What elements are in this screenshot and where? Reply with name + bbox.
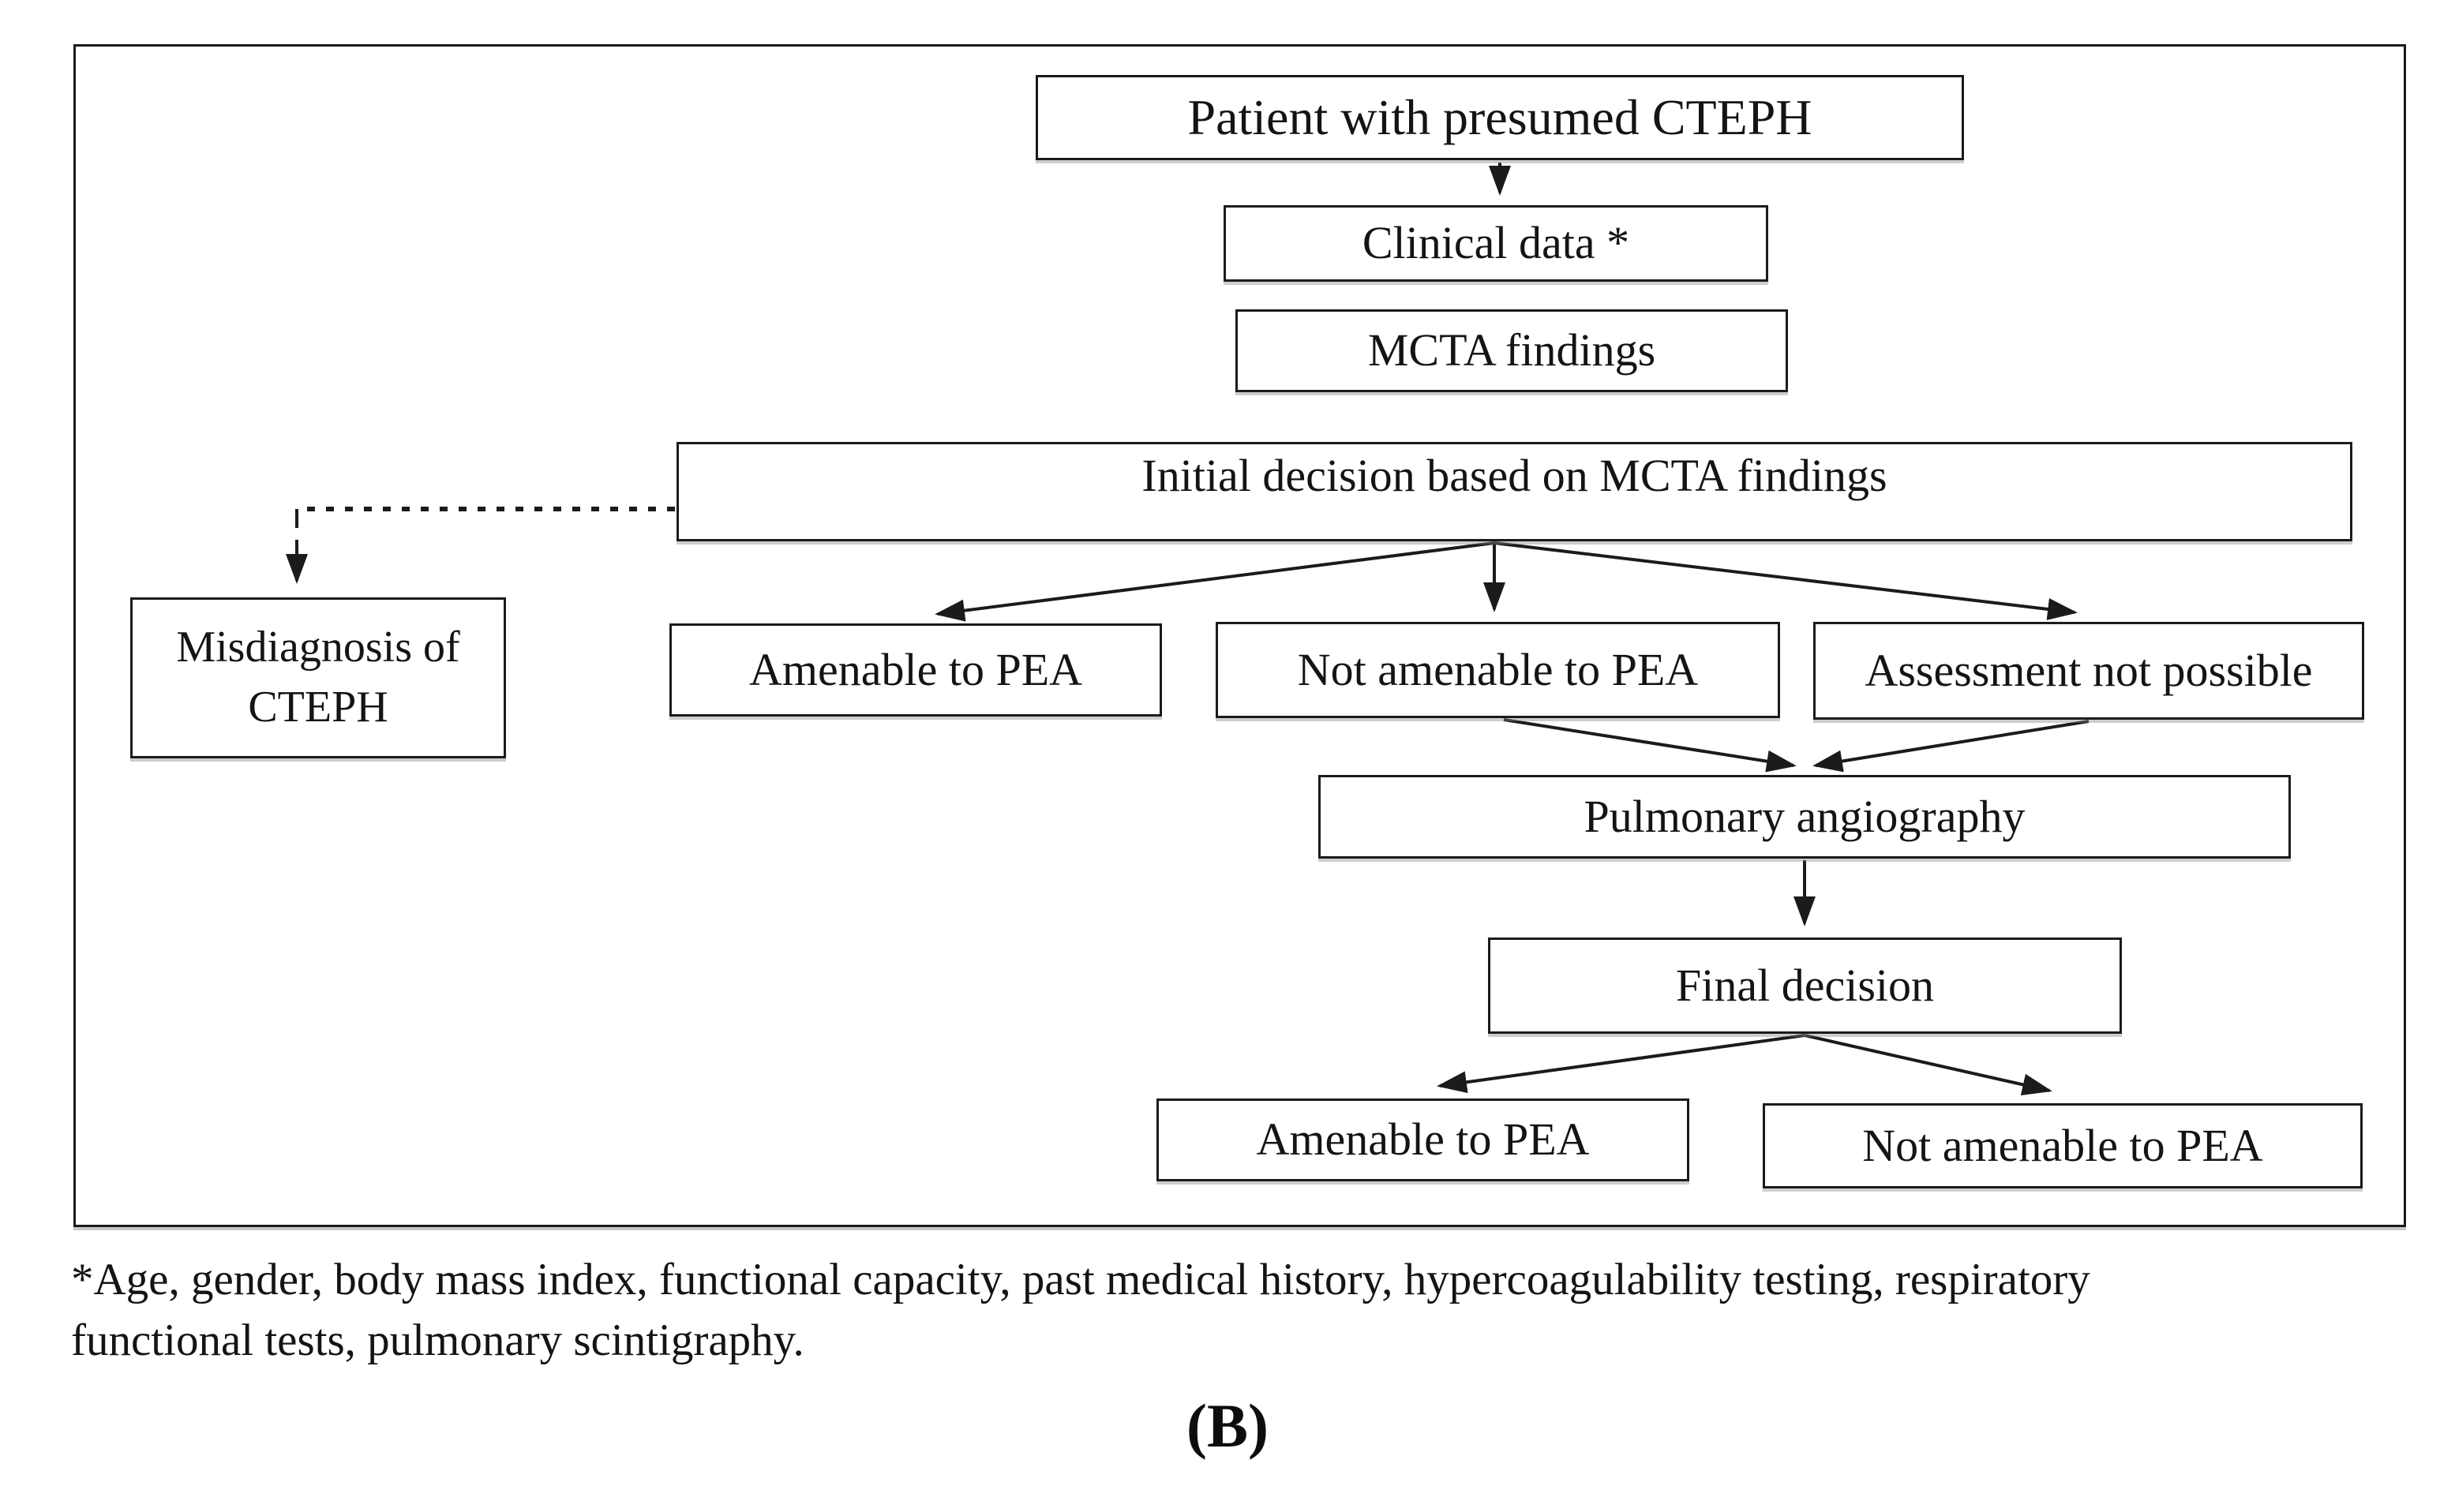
node-initial-decision: Initial decision based on MCTA findings	[677, 442, 2352, 541]
arrow-final-to-not-amenable	[1804, 1034, 2052, 1096]
node-final-decision: Final decision	[1488, 938, 2122, 1034]
footnote: *Age, gender, body mass index, functiona…	[71, 1249, 2408, 1371]
arrow-final-to-amenable	[1437, 1034, 1805, 1094]
node-amenable-to-pea-initial: Amenable to PEA	[669, 623, 1162, 717]
footnote-line-1: *Age, gender, body mass index, functiona…	[71, 1255, 2090, 1304]
footnote-line-2: functional tests, pulmonary scintigraphy…	[71, 1316, 804, 1365]
node-assessment-not-possible: Assessment not possible	[1813, 622, 2364, 720]
node-misdiagnosis-cteph: Misdiagnosis of CTEPH	[130, 597, 506, 758]
node-not-amenable-to-pea-initial: Not amenable to PEA	[1216, 622, 1780, 718]
panel-label-b: (B)	[1186, 1391, 1269, 1460]
figure-border-frame	[73, 44, 2406, 1227]
arrow-assessment-to-pulmonary	[1812, 720, 2090, 773]
node-pulmonary-angiography: Pulmonary angiography	[1318, 775, 2291, 859]
arrow-not-amenable-to-pulmonary	[1503, 718, 1797, 773]
node-clinical-data: Clinical data *	[1224, 205, 1768, 282]
node-amenable-to-pea-final: Amenable to PEA	[1156, 1098, 1689, 1181]
node-patient-presumed-cteph: Patient with presumed CTEPH	[1036, 75, 1964, 160]
arrow-initial-to-assessment	[1494, 541, 2078, 620]
node-not-amenable-to-pea-final: Not amenable to PEA	[1763, 1103, 2363, 1188]
node-mcta-findings: MCTA findings	[1235, 309, 1788, 392]
arrow-initial-to-amenable	[935, 541, 1495, 622]
